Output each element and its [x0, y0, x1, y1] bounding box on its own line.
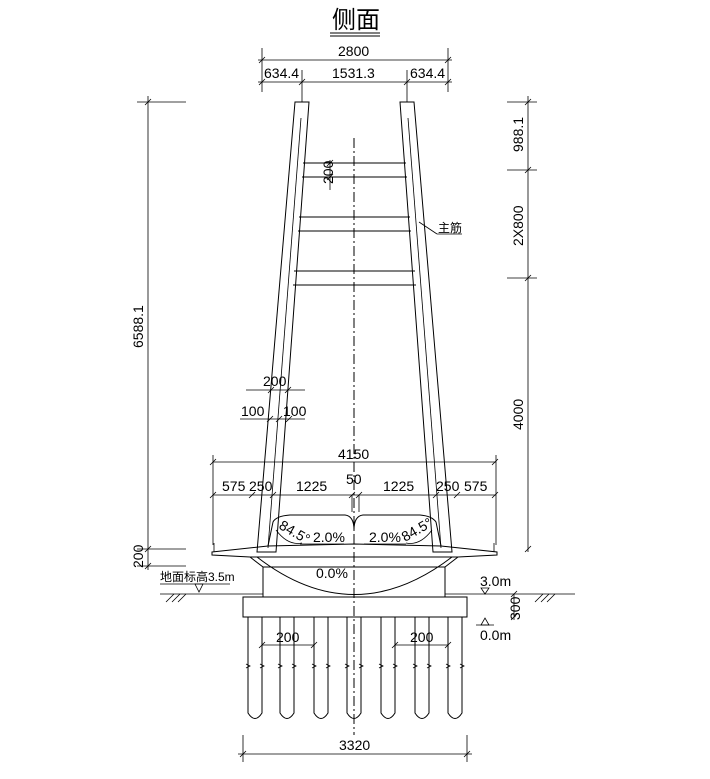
pile-2: [277, 617, 297, 719]
svg-text:0.0%: 0.0%: [316, 565, 348, 581]
svg-text:4000: 4000: [510, 399, 526, 430]
svg-text:100: 100: [241, 403, 265, 419]
svg-text:200: 200: [276, 629, 300, 645]
tower-left-leg: [256, 101, 310, 553]
svg-text:84.5°: 84.5°: [399, 514, 435, 544]
angle-slope-annotations: 84.5° 84.5° 2.0% 2.0% 0.0%: [275, 514, 435, 581]
svg-text:1531.3: 1531.3: [332, 65, 375, 81]
svg-text:地面标高3.5m: 地面标高3.5m: [160, 569, 235, 584]
pile-1: [245, 617, 265, 719]
piles: [245, 617, 465, 719]
svg-text:575: 575: [464, 478, 488, 494]
svg-text:250: 250: [436, 478, 460, 494]
svg-text:2.0%: 2.0%: [369, 529, 401, 545]
ground-level: 地面标高3.5m: [160, 569, 575, 603]
svg-text:主筋: 主筋: [438, 220, 462, 235]
svg-text:200: 200: [410, 629, 434, 645]
title-text: 侧面: [332, 6, 380, 34]
cap-beam: [211, 514, 498, 595]
leg-width-dims: 200 100 100: [240, 373, 307, 423]
pile-7: [445, 617, 465, 719]
svg-text:634.4: 634.4: [410, 65, 445, 81]
svg-text:3.0m: 3.0m: [480, 573, 511, 589]
svg-text:84.5°: 84.5°: [277, 517, 313, 547]
pile-4: [344, 617, 364, 719]
pile-3: [311, 617, 331, 719]
elevation-marks: 3.0m 0.0m 300: [476, 573, 523, 643]
svg-text:100: 100: [283, 403, 307, 419]
cross-beams: [293, 162, 416, 286]
tower-right-leg: [399, 101, 453, 553]
svg-text:200: 200: [130, 544, 146, 568]
svg-text:6588.1: 6588.1: [130, 305, 146, 348]
svg-text:575: 575: [222, 478, 246, 494]
pile-5: [378, 617, 398, 719]
pier-body: [262, 566, 446, 597]
svg-text:250: 250: [249, 478, 273, 494]
top-dims: 2800 634.4 1531.3 634.4: [258, 43, 452, 102]
base-dims: 4150 575 250 1225 50 1225 250 575: [209, 446, 499, 545]
svg-text:200: 200: [320, 160, 336, 184]
svg-text:0.0m: 0.0m: [480, 627, 511, 643]
svg-text:50: 50: [346, 471, 362, 487]
svg-text:988.1: 988.1: [510, 117, 526, 152]
svg-text:2.0%: 2.0%: [313, 529, 345, 545]
svg-text:3320: 3320: [339, 737, 370, 753]
svg-text:4150: 4150: [338, 446, 369, 462]
drawing-title: 侧面: [330, 6, 380, 37]
svg-text:300: 300: [507, 596, 523, 620]
svg-text:1225: 1225: [383, 478, 414, 494]
pile-cap: [242, 596, 468, 618]
pile-spacing-dims: 200 200: [258, 629, 452, 649]
pile-6: [412, 617, 432, 719]
svg-text:634.4: 634.4: [264, 65, 299, 81]
main-cable-label: 主筋: [418, 220, 462, 235]
left-height-dims: 6588.1 200: [130, 96, 186, 570]
svg-text:2X800: 2X800: [510, 205, 526, 246]
svg-text:1225: 1225: [296, 478, 327, 494]
svg-text:200: 200: [263, 373, 287, 389]
tie-beam-dim: 200: [320, 159, 336, 190]
svg-text:2800: 2800: [338, 43, 369, 59]
right-height-dims: 988.1 2X800 4000: [507, 96, 537, 553]
pile-cap-width-dim: 3320: [238, 735, 472, 762]
